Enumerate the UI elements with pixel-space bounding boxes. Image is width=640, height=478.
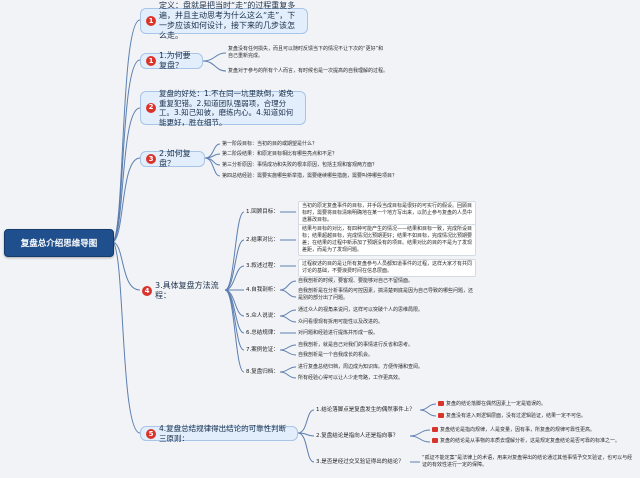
step-describe-process: 3.叙述过程： — [246, 263, 279, 269]
priority-1-icon: 1 — [146, 56, 156, 66]
root-label: 复盘总介绍思维导图 — [20, 239, 98, 249]
principle-q2-answer-2-text: 复盘的结论是从事物的本质去理解分析，这是规定复盘结论是否可靠的标准之一。 — [440, 438, 621, 444]
step-case-evidence: 7.案例佐证： — [246, 347, 279, 353]
step-self-analysis: 4.自我剖析： — [246, 287, 279, 293]
topic-definition[interactable]: 1 定义：盘就是把当时“走”的过程重复多遍，并且主动思考为什么这么“走”，下一步… — [140, 1, 308, 40]
step-summarize-rules: 6.总结规律： — [246, 330, 279, 336]
principle-q2-answer-1-text: 复盘结论是指向规律，人是变量，因有事，所复盘的规律可靠性更高。 — [440, 427, 596, 433]
how-leaf-3: 第三分析原因：事情成功和失败的根本原因，包括主观和客观两方面？ — [222, 162, 378, 168]
topic-definition-text: 定义：盘就是把当时“走”的过程重复多遍，并且主动思考为什么这么“走”，下一步应该… — [159, 1, 296, 40]
topic-benefits-text: 复盘的好处：1.不在同一坑里跌倒，避免重复犯错。2.知道团队强弱项，合理分工。3… — [159, 89, 294, 127]
principle-q1: 1.结论落脚点是复盘发生的偶然事件上？ — [316, 407, 415, 413]
priority-5-icon: 5 — [146, 428, 156, 439]
step-case-note-1: 自我剖析，就是自己对我们的事情进行反省和思考。 — [298, 342, 414, 348]
flag-icon — [432, 427, 438, 432]
how-leaf-1: 第一阶段目标：当初的目的或期望是什么？ — [222, 141, 318, 147]
how-leaf-2: 第二阶段结果：和原定目标相比有哪些亮点和不足？ — [222, 151, 338, 157]
principle-q1-answer-2: 复盘没有进入到逻辑层面，没有过逻辑验证，结果一定不可信。 — [438, 413, 586, 420]
priority-4-icon: 4 — [142, 285, 152, 296]
topic-how-review[interactable]: 3 2.如何复盘？ — [140, 149, 205, 168]
step-compare-result: 2.结果对比： — [246, 237, 279, 243]
step-describe-process-note: 过程叙述的目的是让所有复盘参与人员都知道事件的过程，这样大家才有共同讨论的基础，… — [298, 259, 476, 277]
topic-method-flow-text: 3.具体复盘方法流程： — [155, 280, 219, 300]
step-compare-result-note: 结果与目标的对比，有四种可能产生的情况——结果和目标一致，完成所设目标；结果超越… — [298, 224, 476, 256]
principle-q1-answer-1: 复盘的结论落脚在偶然因素上一定是错误的。 — [438, 401, 546, 408]
principle-q3-answer: “孤证不能定案”是法律上的术语，用来对复盘得出的结论通过其他事情予交叉验证，也可… — [422, 455, 633, 468]
flag-icon — [438, 401, 444, 406]
principle-q2-answer-1: 复盘结论是指向规律，人是变量，因有事，所复盘的规律可靠性更高。 — [432, 427, 595, 434]
principle-q1-answer-1-text: 复盘的结论落脚在偶然因素上一定是错误的。 — [446, 401, 547, 407]
principle-q2-answer-2: 复盘的结论是从事物的本质去理解分析，这是规定复盘结论是否可靠的标准之一。 — [432, 438, 637, 445]
priority-2-icon: 2 — [146, 103, 156, 113]
how-leaf-4: 第四总结经验：需要实施哪些新举措，需要继续哪些措施，需要叫停哪些项目？ — [222, 173, 398, 179]
principle-q1-answer-2-text: 复盘没有进入到逻辑层面，没有过逻辑验证，结果一定不可信。 — [446, 413, 587, 419]
topic-three-principles-text: 4.复盘总结规律得出结论的可靠性判断三原则： — [159, 423, 287, 443]
principle-q3: 3.是否是经过交叉验证得出的结论？ — [316, 459, 404, 465]
topic-why-review[interactable]: 1 1.为何要复盘？ — [140, 51, 203, 70]
why-leaf-1: 复盘没有任何损失，而且可以随时反馈当下的情况不让下次的“更好”和自己重新完成。 — [228, 46, 384, 59]
flag-icon — [438, 413, 444, 418]
topic-method-flow[interactable]: 4 3.具体复盘方法流程： — [140, 281, 228, 300]
step-group-note-2: 众问看很现有拆用可能性以及改进的。 — [298, 319, 384, 325]
principle-q2: 2.复盘结论是指向人还是指向事？ — [316, 433, 399, 439]
flag-icon — [432, 438, 438, 443]
priority-3-icon: 3 — [146, 154, 156, 164]
step-summarize-note: 对问题和经验进行提炼并形成一般。 — [298, 330, 379, 336]
step-case-note-2: 自我剖析是一个自我成长的机会。 — [298, 352, 374, 358]
step-group-note-1: 通过众人的视角来说问，这样可以突破个人的思维局限。 — [298, 307, 424, 313]
why-leaf-2: 复盘对于参与的所有个人而言，有时候也是一次提高的自我理解的过程。 — [228, 68, 389, 74]
topic-benefits[interactable]: 2 复盘的好处：1.不在同一坑里跌倒，避免重复犯错。2.知道团队强弱项，合理分工… — [140, 89, 306, 127]
priority-1-icon: 1 — [146, 16, 156, 26]
step-review-goal-note: 当初的原定复盘事件的目标，并手段当成目标是很好的可实行的假设。回顾目标时，需要将… — [298, 201, 476, 226]
topic-three-principles[interactable]: 5 4.复盘总结规律得出结论的可靠性判断三原则： — [140, 423, 298, 443]
step-self-analysis-note-1: 自我剖析的时候，要客观、要能够对自己不留情面。 — [298, 278, 414, 284]
step-archive-note-2: 所有经验心得可以让人少走弯路，工作更高效。 — [298, 375, 404, 381]
step-review-goal: 1.回顾目标： — [246, 209, 279, 215]
topic-why-review-text: 1.为何要复盘？ — [159, 51, 191, 70]
step-archive: 8.复盘归档： — [246, 369, 279, 375]
topic-how-review-text: 2.如何复盘？ — [159, 149, 191, 168]
step-self-analysis-note-2: 自我剖析是在分析事情的可控因素，搞清楚到底是因为自己导致的哪些问题，还是别的部分… — [298, 288, 474, 301]
step-group-discussion: 5.众人说说： — [246, 313, 279, 319]
step-archive-note-1: 进行复盘总结归档，周边成为知识库。方便传播和查阅。 — [298, 364, 424, 370]
root-topic[interactable]: 复盘总介绍思维导图 — [4, 229, 114, 257]
